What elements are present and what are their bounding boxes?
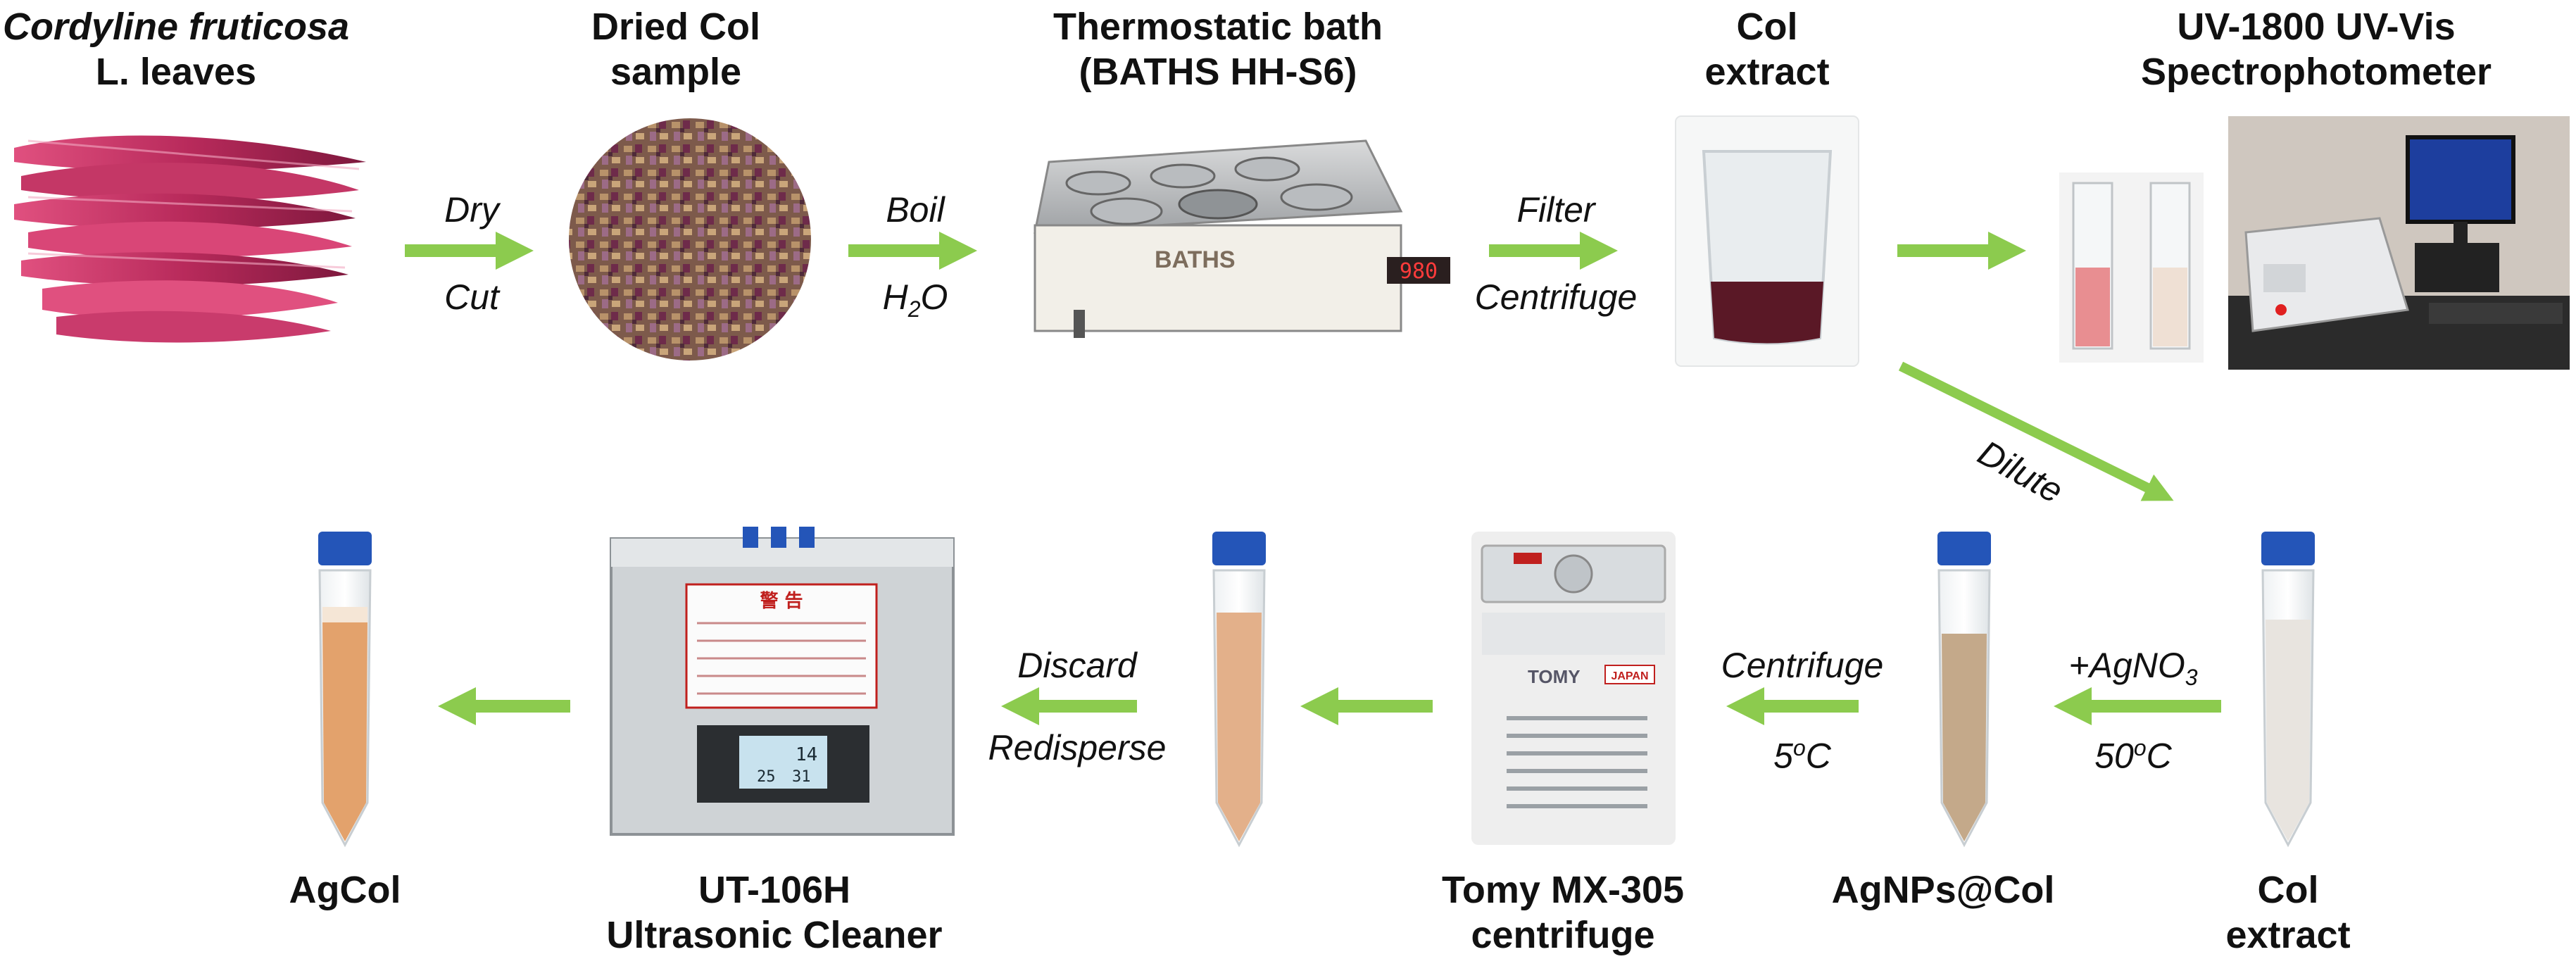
- cleaner-display-a: 14: [796, 744, 817, 765]
- temp5-main: 5: [1773, 736, 1793, 776]
- step-h2o: H2O: [845, 276, 986, 330]
- col-extract-tube-image: [2261, 532, 2315, 848]
- temp50-main: 50: [2094, 736, 2134, 776]
- step-agno3: +AgNO3: [2028, 644, 2239, 698]
- bath-title: Thermostatic bath (BATHS HH-S6): [1000, 4, 1436, 94]
- agnps-tube-image: [1937, 532, 1991, 848]
- temp50-sup: o: [2133, 735, 2147, 760]
- tomy-badge-text: JAPAN: [1611, 670, 1648, 682]
- step-cut: Cut: [444, 277, 499, 317]
- temp50-tail: C: [2146, 736, 2172, 776]
- step-discard: Discard: [1017, 646, 1137, 685]
- dried-title-line2: sample: [610, 51, 742, 93]
- extract-title-line1: Col: [1736, 6, 1798, 48]
- h2o-tail: O: [920, 277, 948, 317]
- step-dry: Dry: [444, 190, 499, 230]
- cleaner-label-line2: Ultrasonic Cleaner: [606, 914, 943, 956]
- bath-brand-text: BATHS: [1155, 246, 1236, 273]
- bath-title-line1: Thermostatic bath: [1053, 6, 1383, 48]
- ultrasonic-cleaner-image: 警 告 14 25 31: [610, 527, 955, 836]
- agno3-main: +AgNO: [2068, 646, 2185, 685]
- agno3-sub: 3: [2185, 665, 2198, 690]
- h2o-sub: 2: [907, 296, 921, 322]
- arrow-dilute: [1898, 361, 2174, 501]
- agnps-label: AgNPs@Col: [1831, 869, 2055, 911]
- col-extract-bottom-line1: Col: [2257, 869, 2319, 911]
- tomy-label-line1: Tomy MX-305: [1441, 869, 1685, 911]
- leaves-title-rest: L. leaves: [95, 51, 257, 93]
- dried-sample-image: [569, 118, 811, 361]
- cleaner-warning-text: 警 告: [760, 590, 803, 612]
- cleaner-display-b: 25: [757, 768, 776, 786]
- extract-beaker-image: [1675, 115, 1859, 367]
- agcol-label: AgCol: [289, 869, 401, 911]
- tomy-brand-text: TOMY: [1528, 666, 1581, 687]
- extract-title: Col extract: [1669, 4, 1866, 94]
- dried-title-line1: Dried Col: [591, 6, 761, 48]
- tomy-label-line2: centrifuge: [1471, 914, 1655, 956]
- temp5-sup: o: [1792, 735, 1806, 760]
- step-redisperse: Redisperse: [988, 728, 1167, 767]
- step-temp50: 50oC: [2028, 727, 2239, 777]
- leaves-title: Cordyline fruticosa L. leaves: [0, 4, 352, 94]
- h2o-main: H: [882, 277, 908, 317]
- bath-image: 980 BATHS: [1033, 139, 1450, 338]
- col-extract-bottom-label: Col extract: [2197, 867, 2380, 958]
- step-temp5: 5oC: [1697, 727, 1908, 777]
- redispersed-tube-image: [1212, 532, 1266, 848]
- step-centrifuge: Centrifuge: [1474, 277, 1638, 317]
- col-extract-bottom-line2: extract: [2225, 914, 2351, 956]
- step-centrifuge2: Centrifuge: [1721, 646, 1884, 685]
- cleaner-label-line1: UT-106H: [698, 869, 851, 911]
- uv-title-line1: UV-1800 UV-Vis: [2177, 6, 2456, 48]
- uv-title-line2: Spectrophotometer: [2140, 51, 2492, 93]
- bath-display-text: 980: [1400, 259, 1438, 284]
- spectrophotometer-image: [2228, 116, 2570, 370]
- dried-title: Dried Col sample: [535, 4, 817, 94]
- extract-title-line2: extract: [1704, 51, 1830, 93]
- uv-title: UV-1800 UV-Vis Spectrophotometer: [2084, 4, 2549, 94]
- step-filter: Filter: [1516, 190, 1595, 230]
- cleaner-label: UT-106H Ultrasonic Cleaner: [577, 867, 972, 958]
- cuvettes-image: [2059, 173, 2204, 363]
- agcol-tube-image: [318, 532, 372, 848]
- leaves-title-species: Cordyline fruticosa: [2, 6, 350, 48]
- leaves-image: [14, 135, 366, 343]
- step-boil: Boil: [886, 190, 945, 230]
- tomy-centrifuge-image: TOMY JAPAN: [1471, 532, 1676, 845]
- cleaner-display-c: 31: [792, 768, 811, 786]
- temp5-tail: C: [1805, 736, 1831, 776]
- tomy-label: Tomy MX-305 centrifuge: [1401, 867, 1725, 958]
- bath-title-line2: (BATHS HH-S6): [1079, 51, 1357, 93]
